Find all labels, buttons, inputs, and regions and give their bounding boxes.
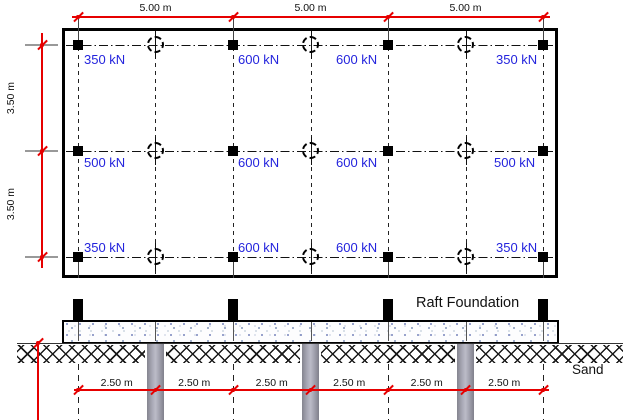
extension-line — [387, 262, 389, 278]
dimension-node — [386, 15, 390, 19]
slab-joint — [387, 322, 389, 341]
dimension-label: 2.50 m — [333, 377, 366, 389]
dimension-label: 2.50 m — [100, 377, 133, 389]
column-marker — [73, 146, 83, 156]
column-marker — [383, 252, 393, 262]
dimension-label: 2.50 m — [255, 377, 288, 389]
extension-line — [542, 17, 544, 40]
slab-joint — [542, 322, 544, 341]
dimension-label: 5.00 m — [449, 2, 482, 14]
pile-marker — [146, 36, 164, 53]
axis-line — [77, 364, 79, 420]
extension-line — [232, 262, 234, 278]
load-label: 350 kN — [496, 52, 538, 67]
extension-line — [77, 262, 79, 278]
dimension-label: 3.50 m — [5, 187, 17, 221]
dimension-label: 3.50 m — [5, 81, 17, 115]
column-marker — [228, 40, 238, 50]
load-label: 600 kN — [238, 52, 280, 67]
column-marker — [73, 252, 83, 262]
pile — [145, 343, 166, 420]
axis-line — [232, 364, 234, 420]
load-label: 600 kN — [238, 155, 280, 170]
dimension-node — [541, 388, 545, 392]
column-marker — [538, 146, 548, 156]
dimension-node — [40, 43, 44, 47]
dimension-label: 2.50 m — [178, 377, 211, 389]
raft-outline — [62, 28, 558, 278]
dimension-node — [153, 388, 158, 392]
extension-line — [77, 17, 79, 40]
slab-joint — [232, 322, 234, 341]
column-marker — [228, 252, 238, 262]
column-marker — [538, 252, 548, 262]
dimension-line — [72, 16, 550, 18]
load-label: 350 kN — [496, 240, 538, 255]
dimension-label: 5.00 m — [139, 2, 172, 14]
depth-dimension-line — [37, 343, 39, 420]
pile-marker — [457, 142, 474, 159]
column-marker — [383, 146, 393, 156]
extension-line — [387, 17, 389, 40]
dimension-node — [36, 341, 40, 345]
column-stub — [538, 299, 548, 320]
load-label: 500 kN — [494, 155, 536, 170]
pile-marker — [302, 36, 319, 53]
pile-marker — [457, 36, 474, 53]
column-marker — [538, 40, 548, 50]
load-label: 500 kN — [84, 155, 126, 170]
load-label: 600 kN — [336, 52, 378, 67]
extension-line — [542, 262, 544, 278]
sand-label: Sand — [572, 361, 604, 377]
dimension-node — [231, 15, 235, 19]
dimension-node — [40, 255, 44, 259]
load-label: 350 kN — [84, 52, 126, 67]
column-marker — [228, 146, 238, 156]
load-label: 600 kN — [336, 240, 378, 255]
pile-marker — [302, 142, 319, 159]
pile-marker — [302, 248, 319, 265]
dimension-node — [40, 149, 44, 153]
pile-marker — [457, 248, 474, 265]
slab-joint — [465, 322, 467, 341]
dimension-node — [76, 388, 80, 392]
column-marker — [383, 40, 393, 50]
dimension-label: 2.50 m — [410, 377, 443, 389]
column-stub — [73, 299, 83, 320]
pile-marker — [146, 142, 164, 159]
dimension-node — [308, 388, 313, 392]
dimension-node — [463, 388, 468, 392]
dimension-node — [541, 15, 545, 19]
load-label: 350 kN — [84, 240, 126, 255]
dimension-node — [76, 15, 80, 19]
column-marker — [73, 40, 83, 50]
slab-joint — [310, 322, 312, 341]
column-stub — [228, 299, 238, 320]
ground-line — [17, 342, 623, 345]
pile — [455, 343, 476, 420]
dimension-label: 5.00 m — [294, 2, 327, 14]
load-label: 600 kN — [238, 240, 280, 255]
slab-joint — [77, 322, 79, 341]
axis-line — [387, 364, 389, 420]
raft-foundation-label: Raft Foundation — [416, 295, 520, 311]
extension-line — [232, 17, 234, 40]
dimension-node — [231, 388, 235, 392]
slab-joint — [155, 322, 156, 341]
pile — [300, 343, 321, 420]
axis-line — [542, 364, 544, 420]
dimension-node — [386, 388, 390, 392]
dimension-label: 2.50 m — [488, 377, 521, 389]
pile-marker — [146, 248, 164, 265]
load-label: 600 kN — [336, 155, 378, 170]
column-stub — [383, 299, 393, 320]
